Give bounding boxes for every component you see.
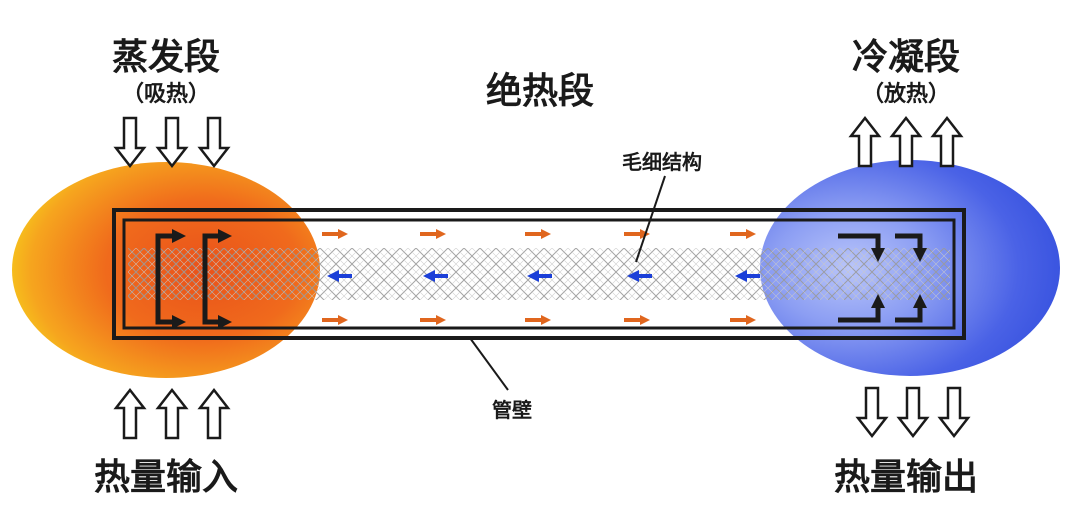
down-arrow-outline-icon <box>197 116 231 169</box>
capillary-label: 毛细结构 <box>622 150 702 174</box>
evaporator-subtitle: （吸热） <box>121 82 211 107</box>
down-arrow-outline-icon <box>155 116 189 169</box>
down-arrow-outline-icon <box>896 386 930 439</box>
tube-outer-wall <box>112 208 966 340</box>
up-arrow-outline-icon <box>889 115 923 168</box>
down-arrow-outline-icon <box>855 386 889 439</box>
heat-out-bottom-arrows <box>855 386 971 439</box>
down-arrow-outline-icon <box>113 116 147 169</box>
up-arrow-outline-icon <box>155 387 189 440</box>
down-arrow-outline-icon <box>937 386 971 439</box>
heat-in-top-arrows <box>113 116 231 169</box>
condenser-subtitle: （放热） <box>861 82 951 107</box>
wall-callout-line <box>469 337 509 391</box>
heat-out-top-arrows <box>848 115 964 168</box>
up-arrow-outline-icon <box>930 115 964 168</box>
evaporator-flow-arrows <box>155 229 232 329</box>
wall-label: 管壁 <box>492 398 532 422</box>
condenser-title: 冷凝段 <box>851 37 961 78</box>
up-arrow-outline-icon <box>848 115 882 168</box>
heat-input-label: 热量输入 <box>93 457 239 498</box>
heat-in-bottom-arrows <box>113 387 231 440</box>
adiabatic-title: 绝热段 <box>485 71 595 112</box>
up-arrow-outline-icon <box>113 387 147 440</box>
evaporator-title: 蒸发段 <box>111 37 221 78</box>
heat-output-label: 热量输出 <box>833 457 979 498</box>
tube-inner-wall <box>122 218 956 330</box>
up-arrow-outline-icon <box>197 387 231 440</box>
condenser-flow-arrows <box>838 233 927 323</box>
capillary-callout-line <box>635 175 666 263</box>
